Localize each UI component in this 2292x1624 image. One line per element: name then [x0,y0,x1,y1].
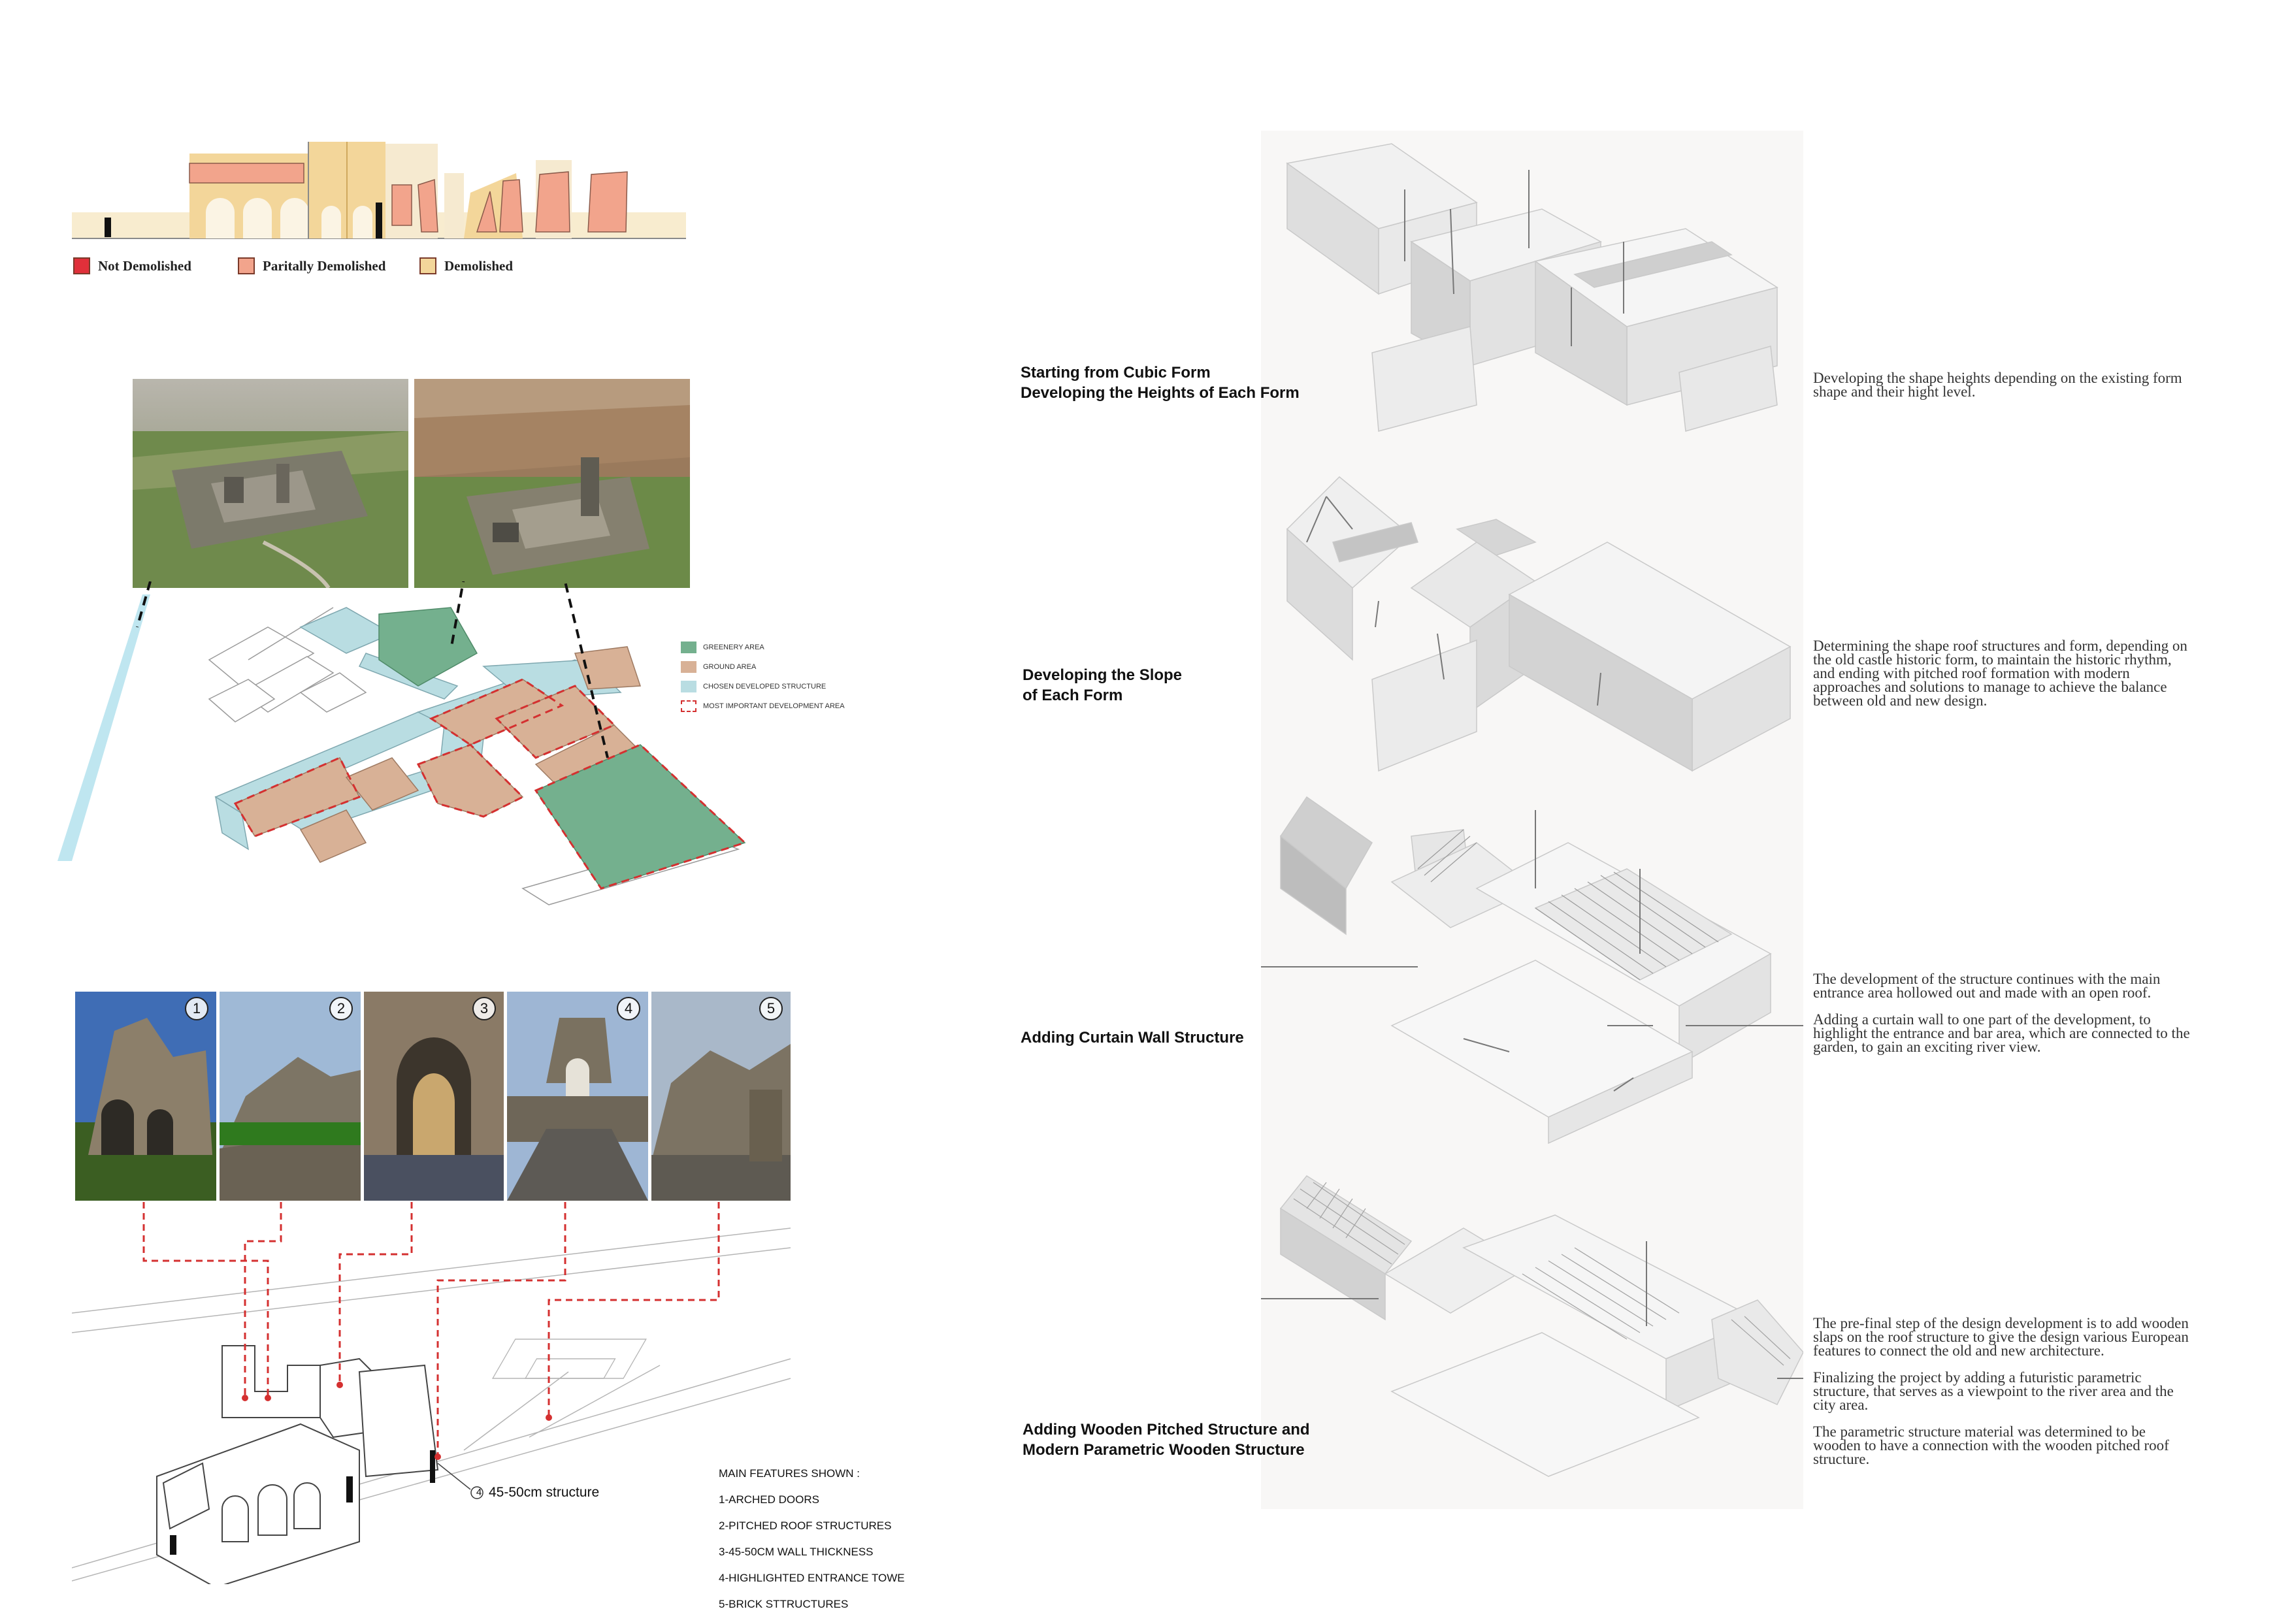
legend-swatch [419,257,436,274]
step-2-description: Determining the shape roof structures an… [1813,639,2192,721]
feature-photo-2: 2 [220,992,361,1201]
step-2-title: Developing the Slope of Each Form [1023,665,1182,706]
description-paragraph: The pre-final step of the design develop… [1813,1316,2192,1357]
legend-partially-demolished: Paritally Demolished [238,257,385,274]
feature-item: 2-PITCHED ROOF STRUCTURES [719,1519,905,1533]
step-3-description: The development of the structure continu… [1813,972,2192,1067]
legend-swatch [681,700,696,712]
legend-swatch [238,257,255,274]
step-4-description: The pre-final step of the design develop… [1813,1316,2192,1479]
feature-item: 4-HIGHLIGHTED ENTRANCE TOWE [719,1572,905,1585]
description-paragraph: The parametric structure material was de… [1813,1425,2192,1466]
legend-demolished: Demolished [419,257,513,274]
callout-label: 45-50cm structure [489,1485,599,1501]
callout-number: 4 [473,1487,485,1498]
step-1-description: Developing the shape heights depending o… [1813,371,2192,412]
massing-model-step-1 [1261,131,1803,457]
feature-photo-4: 4 [507,992,648,1201]
description-paragraph: Finalizing the project by adding a futur… [1813,1371,2192,1412]
description-paragraph: The development of the structure continu… [1813,972,2192,999]
legend-greenery: GREENERY AREA [681,641,764,653]
legend-label: GROUND AREA [703,663,756,671]
massing-model-step-3 [1261,790,1803,1182]
massing-model-step-2 [1261,470,1803,797]
description-paragraph: Adding a curtain wall to one part of the… [1813,1013,2192,1054]
step-4-title: Adding Wooden Pitched Structure and Mode… [1023,1420,1310,1460]
features-heading: MAIN FEATURES SHOWN : [719,1467,905,1480]
legend-ground: GROUND AREA [681,661,756,673]
step-1-title: Starting from Cubic Form Developing the … [1021,363,1300,403]
feature-item: 5-BRICK STTRUCTURES [719,1598,905,1611]
photo-badge: 5 [759,997,783,1020]
legend-label: Demolished [444,258,513,274]
legend-swatch [681,681,696,692]
legend-swatch [73,257,90,274]
aerial-photo-2 [414,379,690,588]
legend-label: MOST IMPORTANT DEVELOPMENT AREA [703,702,845,710]
legend-not-demolished: Not Demolished [73,257,191,274]
legend-label: Not Demolished [98,258,191,274]
main-features-list: MAIN FEATURES SHOWN : 1-ARCHED DOORS 2-P… [719,1454,905,1624]
step-3-title: Adding Curtain Wall Structure [1021,1028,1244,1048]
description-paragraph: Developing the shape heights depending o… [1813,371,2192,398]
legend-swatch [681,661,696,673]
photo-badge: 4 [617,997,640,1020]
description-paragraph: Determining the shape roof structures an… [1813,639,2192,707]
legend-important-area: MOST IMPORTANT DEVELOPMENT AREA [681,700,845,712]
feature-photo-1: 1 [75,992,216,1201]
ruins-axonometric-drawing [72,1202,797,1584]
legend-chosen-structure: CHOSEN DEVELOPED STRUCTURE [681,681,826,692]
feature-item: 3-45-50CM WALL THICKNESS [719,1546,905,1559]
photo-badge: 3 [472,997,496,1020]
photo-badge: 1 [185,997,208,1020]
legend-swatch [681,641,696,653]
feature-photo-3: 3 [364,992,504,1201]
legend-label: CHOSEN DEVELOPED STRUCTURE [703,683,826,690]
feature-photo-5: 5 [651,992,791,1201]
massing-model-step-4 [1261,1169,1803,1509]
elevation-drawing [65,134,693,245]
legend-label: GREENERY AREA [703,643,764,651]
site-plan-diagram [52,581,784,921]
feature-item: 1-ARCHED DOORS [719,1493,905,1506]
legend-label: Paritally Demolished [263,258,385,274]
aerial-photo-1 [133,379,408,588]
photo-badge: 2 [329,997,353,1020]
